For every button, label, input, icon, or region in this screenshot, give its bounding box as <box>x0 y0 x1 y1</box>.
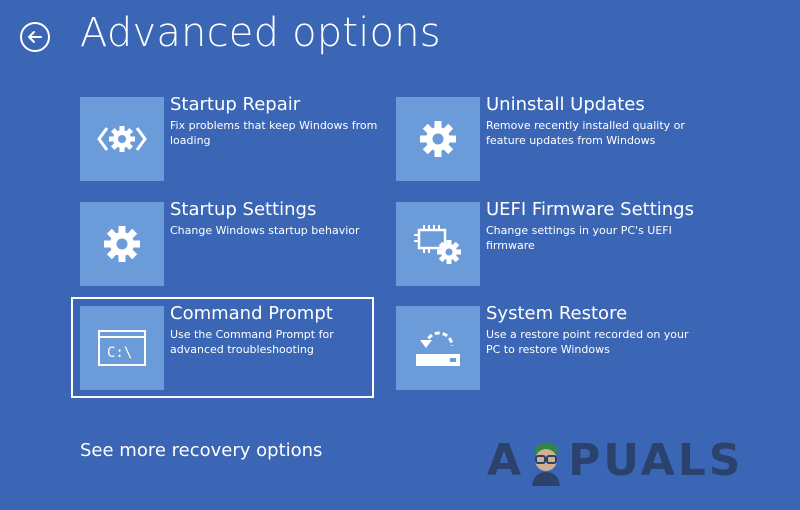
tile-description: Change Windows startup behavior <box>170 224 360 237</box>
gear-icon <box>396 97 480 181</box>
back-button[interactable] <box>20 22 50 52</box>
tile-uninstall-updates[interactable]: Uninstall Updates Remove recently instal… <box>396 94 696 181</box>
console-icon: C:\ <box>80 306 164 390</box>
watermark-text-right: PUALS <box>568 434 744 486</box>
see-more-recovery-options-link[interactable]: See more recovery options <box>80 440 323 461</box>
tile-description: Use a restore point recorded on your PC … <box>486 328 689 356</box>
tile-title: Uninstall Updates <box>486 94 645 115</box>
tile-title: UEFI Firmware Settings <box>486 199 694 220</box>
tile-title: Startup Settings <box>170 199 317 220</box>
tile-startup-settings[interactable]: Startup Settings Change Windows startup … <box>80 199 380 286</box>
tile-title: Startup Repair <box>170 94 301 115</box>
tile-description: Change settings in your PC's UEFI firmwa… <box>486 224 672 252</box>
tile-command-prompt[interactable]: C:\ Command Prompt Use the Command Promp… <box>80 303 380 390</box>
chip-gear-icon <box>396 202 480 286</box>
tile-description: Remove recently installed quality or fea… <box>486 119 685 147</box>
console-text: C:\ <box>107 345 132 361</box>
watermark-text-left: A <box>487 434 525 486</box>
mascot-icon <box>526 434 566 486</box>
tile-title: Command Prompt <box>170 303 333 324</box>
tile-startup-repair[interactable]: Startup Repair Fix problems that keep Wi… <box>80 94 380 181</box>
back-arrow-icon <box>28 31 42 43</box>
appuals-watermark: A PUALS <box>487 430 743 490</box>
tile-title: System Restore <box>486 303 628 324</box>
gear-icon <box>80 202 164 286</box>
code-gear-icon <box>80 97 164 181</box>
page-title: Advanced options <box>80 10 441 56</box>
restore-icon <box>396 306 480 390</box>
tile-description: Fix problems that keep Windows from load… <box>170 119 378 147</box>
tile-uefi-firmware-settings[interactable]: UEFI Firmware Settings Change settings i… <box>396 199 696 286</box>
tile-description: Use the Command Prompt for advanced trou… <box>170 328 334 356</box>
selection-outline <box>71 297 374 398</box>
tile-system-restore[interactable]: System Restore Use a restore point recor… <box>396 303 696 390</box>
